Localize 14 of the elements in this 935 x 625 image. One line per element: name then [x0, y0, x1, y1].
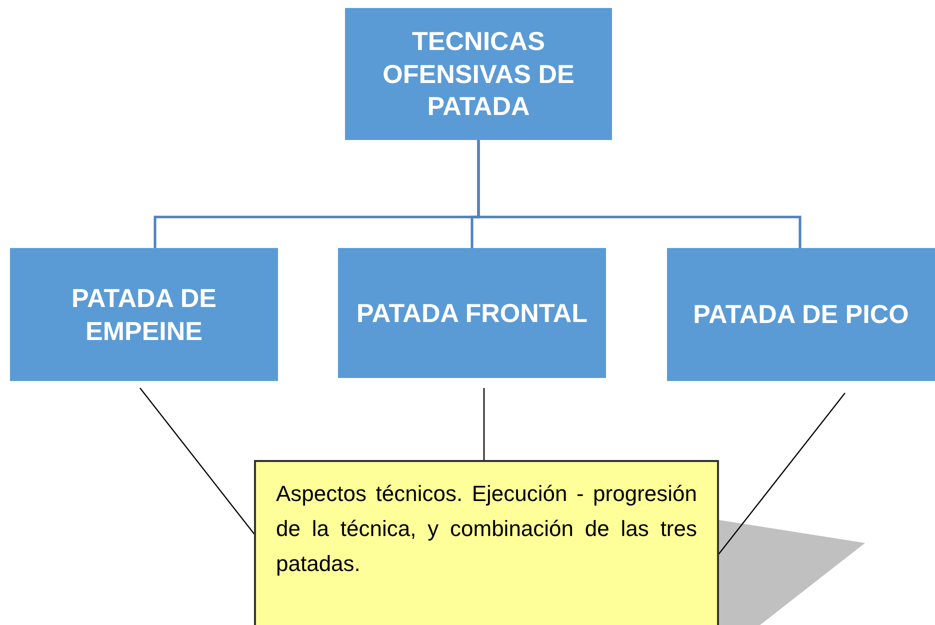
leader-line	[483, 388, 485, 460]
process-box	[667, 248, 935, 381]
note-box	[254, 460, 719, 625]
leader-line	[140, 388, 256, 536]
process-box	[345, 8, 612, 140]
box-title: TECNICAS OFENSIVAS DE PATADA	[382, 25, 576, 123]
box-title: PATADA DE PICO	[692, 298, 910, 331]
process-box	[10, 248, 278, 381]
leader-line	[718, 392, 846, 556]
connector-line	[477, 140, 802, 248]
box-title: PATADA DE EMPEINE	[70, 282, 218, 347]
note-text: Aspectos técnicos. Ejecución - progresión de la técnica, y combinación de las tres patadas.	[276, 480, 697, 578]
process-box	[338, 248, 606, 378]
box-title: PATADA FRONTAL	[355, 296, 589, 330]
